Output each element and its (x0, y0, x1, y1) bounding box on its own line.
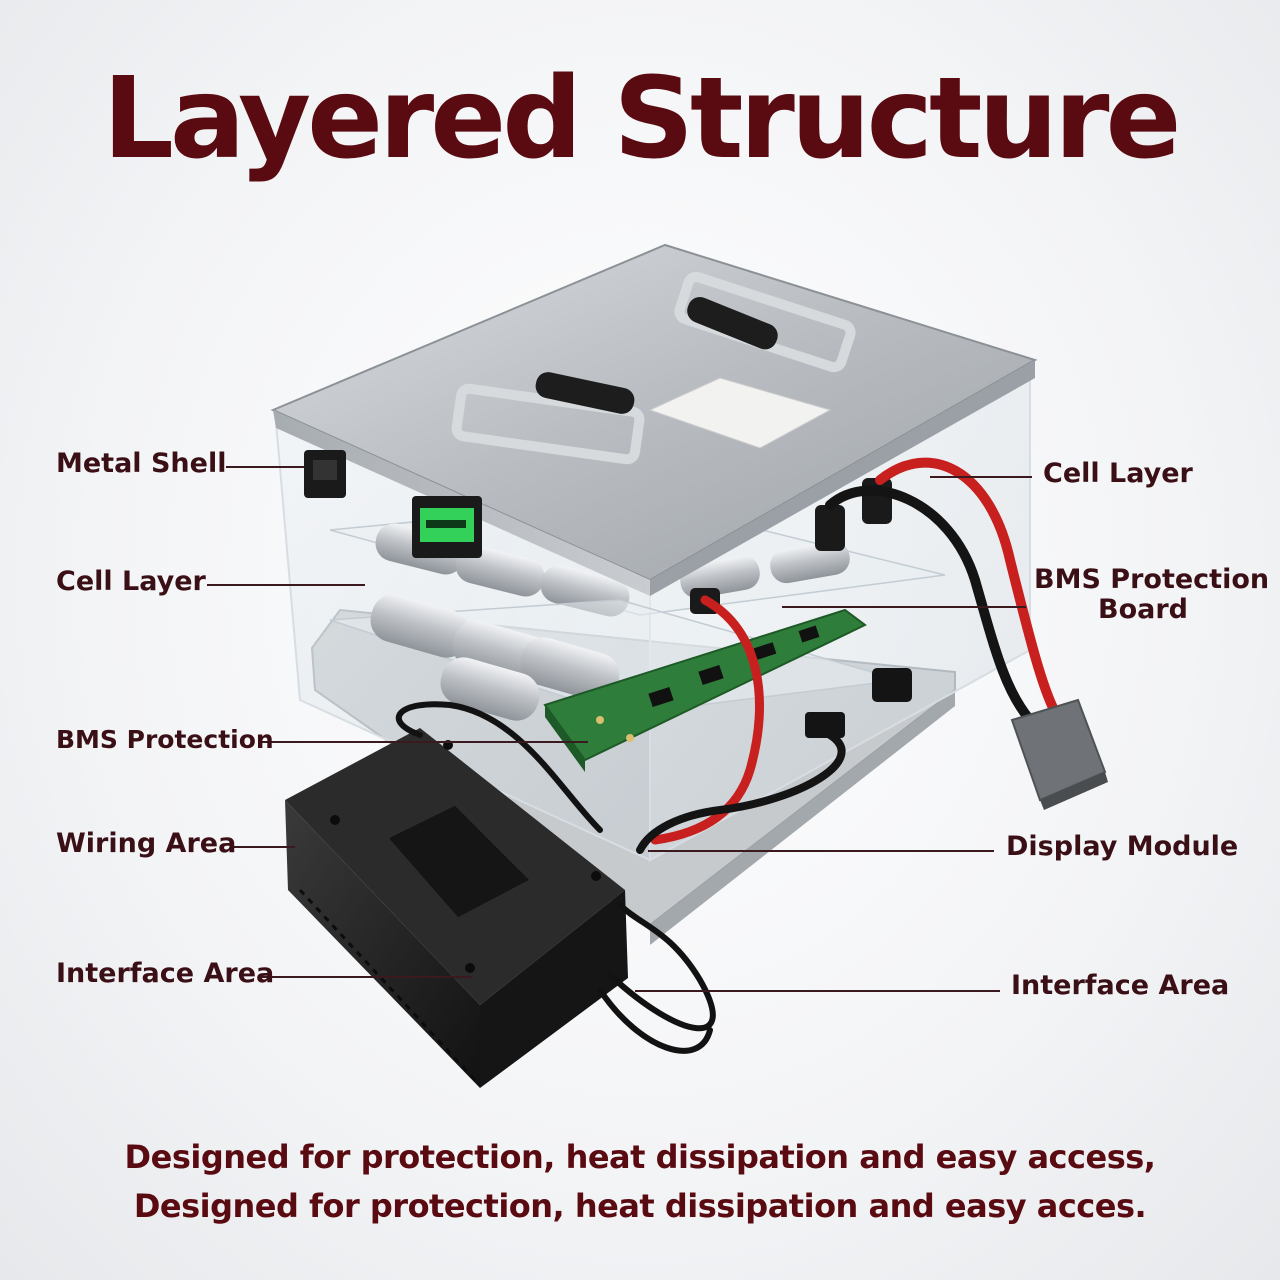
power-switch (304, 450, 346, 498)
display-screen (412, 496, 482, 558)
page-title: Layered Structure (102, 54, 1182, 184)
label-interface-area-left: Interface Area (56, 958, 275, 989)
anderson-connector (1010, 698, 1108, 810)
label-cell-layer-right: Cell Layer (1043, 458, 1193, 489)
leader-line-cell-layer-right (930, 476, 1032, 478)
output-cables (636, 457, 1065, 854)
charger (285, 728, 628, 1088)
leader-line-cell-layer-left (207, 584, 365, 586)
tagline-1: Designed for protection, heat dissipatio… (124, 1138, 1156, 1176)
label-display-module: Display Module (1006, 831, 1239, 862)
leader-line-bms-protection (258, 741, 588, 743)
front-handle (451, 372, 645, 465)
label-wiring-area: Wiring Area (56, 828, 237, 859)
label-interface-area-right: Interface Area (1011, 970, 1230, 1001)
leader-line-interface-left (262, 976, 472, 978)
tagline-2: Designed for protection, heat dissipatio… (133, 1187, 1147, 1225)
charger-cords (395, 701, 716, 1054)
label-cell-layer-left: Cell Layer (56, 566, 206, 597)
leader-line-interface-right (635, 990, 1000, 992)
label-bms-board-line1: BMS Protection (1034, 564, 1270, 595)
leader-line-wiring-area (233, 846, 295, 848)
leader-line-bms-board (782, 606, 1026, 608)
label-bms-protection-board: BMS Protection Board (1034, 564, 1270, 626)
label-bms-board-line2: Board (1098, 594, 1188, 626)
leader-line-display-module (648, 850, 994, 852)
label-bms-protection: BMS Protection (56, 725, 274, 754)
label-metal-shell: Metal Shell (56, 448, 227, 479)
rear-handle (674, 271, 856, 373)
leader-line-metal-shell (226, 466, 304, 468)
